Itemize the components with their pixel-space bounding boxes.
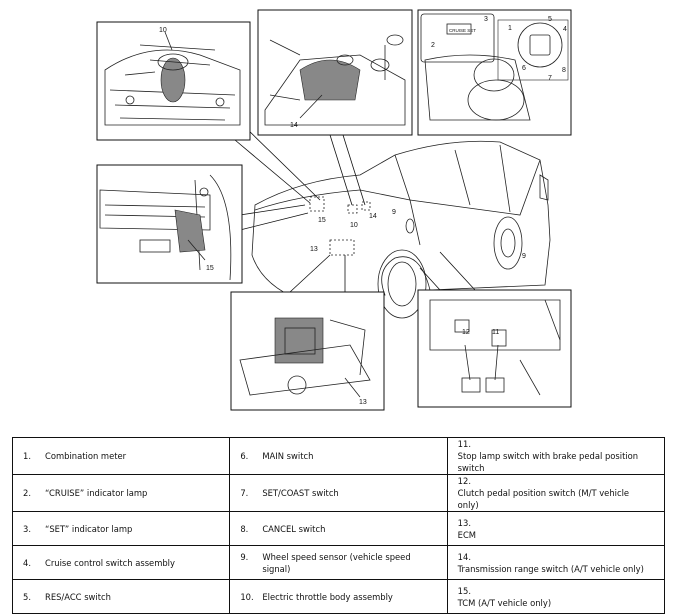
panel-throttle-body: 10 — [96, 21, 251, 141]
legend-text: Clutch pedal position switch (M/T vehicl… — [457, 488, 630, 510]
panel3-callout-2: 2 — [431, 42, 435, 49]
legend-cell: 7. SET/COAST switch — [229, 474, 448, 512]
component-location-diagram: 15 10 14 13 9 9 10 14 CRUISE SET — [96, 9, 572, 411]
legend-number: 11. — [457, 439, 471, 449]
panel3-callout-1: 1 — [508, 25, 512, 32]
panel1-callout-10: 10 — [159, 27, 167, 34]
legend-cell: 9. Wheel speed sensor (vehicle speed sign… — [229, 545, 448, 580]
panel4-callout-15: 15 — [206, 265, 214, 272]
legend-row: 2. “CRUISE” indicator lamp 7. SET/COAST swi… — [11, 474, 666, 512]
legend-cell: 12. Clutch pedal position switch (M/T veh… — [446, 474, 666, 512]
legend-number: 12. — [457, 476, 471, 486]
legend-table: 1. Combination meter 6. MAIN switch 11. Stop … — [11, 437, 666, 614]
legend-number: 10. — [240, 591, 254, 602]
panel3-callout-3: 3 — [484, 16, 488, 23]
legend-number: 9. — [240, 551, 249, 562]
legend-cell: 2. “CRUISE” indicator lamp — [11, 474, 231, 512]
legend-number: 5. — [23, 591, 31, 602]
legend-text: Electric throttle body assembly — [262, 591, 393, 602]
panel3-callout-5: 5 — [548, 16, 552, 23]
legend-text: “CRUISE” indicator lamp — [45, 488, 148, 498]
legend-cell: 11. Stop lamp switch with brake pedal pos… — [446, 437, 666, 475]
leader-lines — [234, 126, 476, 293]
legend-text: SET/COAST switch — [262, 488, 339, 498]
legend-text: Combination meter — [45, 451, 127, 461]
legend-number: 7. — [240, 488, 249, 498]
panel6-callout-12: 12 — [462, 329, 470, 336]
legend-text: CANCEL switch — [262, 523, 326, 534]
car-callout-9-rear: 9 — [522, 253, 526, 260]
legend-cell: 3. “SET” indicator lamp — [11, 511, 231, 546]
legend-text: TCM (A/T vehicle only) — [457, 597, 552, 608]
car-callout-10: 10 — [350, 222, 358, 229]
legend-text: “SET” indicator lamp — [45, 523, 133, 534]
legend-text: RES/ACC switch — [45, 591, 111, 602]
cruise-indicator-text: CRUISE SET — [449, 28, 476, 33]
car-callout-9-front: 9 — [392, 209, 396, 216]
legend-cell: 8. CANCEL switch — [229, 511, 448, 546]
legend-number: 6. — [240, 451, 249, 461]
legend-number: 4. — [23, 557, 31, 568]
legend-cell: 5. RES/ACC switch — [11, 579, 231, 614]
legend-row: 5. RES/ACC switch 10. Electric throttle bod… — [11, 579, 666, 614]
panel5-callout-13: 13 — [359, 399, 367, 406]
panel6-callout-11: 11 — [492, 329, 499, 336]
legend-cell: 15.TCM (A/T vehicle only) — [446, 579, 666, 614]
legend-row: 1. Combination meter 6. MAIN switch 11. Stop … — [11, 437, 666, 475]
legend-cell: 4. Cruise control switch assembly — [11, 545, 231, 580]
legend-row: 4. Cruise control switch assembly 9. Wheel … — [11, 545, 666, 580]
legend-text: Stop lamp switch with brake pedal positi… — [457, 451, 639, 473]
car-callout-14: 14 — [369, 213, 377, 220]
legend-cell: 10. Electric throttle body assembly — [229, 579, 448, 614]
panel-transmission-range-switch: 14 — [257, 9, 413, 136]
panel-meter-and-switches: CRUISE SET 1 2 3 5 4 6 8 7 — [417, 9, 572, 136]
legend-number: 15. — [457, 585, 471, 596]
panel3-callout-4: 4 — [563, 26, 567, 33]
legend-number: 3. — [23, 523, 31, 534]
panel-pedals: 12 11 — [417, 289, 572, 408]
legend-text: ECM — [457, 529, 477, 540]
legend-cell: 6. MAIN switch — [229, 437, 448, 475]
panel2-callout-14: 14 — [290, 122, 298, 129]
legend-number: 14. — [457, 551, 471, 562]
legend-text: Cruise control switch assembly — [45, 557, 175, 568]
legend-number: 2. — [23, 488, 31, 498]
panel3-callout-8: 8 — [562, 67, 566, 74]
legend-text: Transmission range switch (A/T vehicle o… — [457, 563, 644, 574]
panel-tcm: 15 — [96, 164, 243, 284]
legend-number: 13. — [457, 517, 471, 528]
legend-number: 8. — [240, 523, 249, 534]
legend-row: 3. “SET” indicator lamp 8. CANCEL switch 13.… — [11, 511, 666, 546]
legend-cell: 14.Transmission range switch (A/T vehicl… — [446, 545, 666, 580]
car-callout-13: 13 — [310, 246, 318, 253]
legend-text: Wheel speed sensor (vehicle speed signal… — [262, 551, 411, 574]
panel3-callout-7: 7 — [548, 75, 552, 82]
panel3-callout-6: 6 — [522, 65, 526, 72]
car-callout-15: 15 — [318, 217, 326, 224]
legend-cell: 1. Combination meter — [11, 437, 231, 475]
legend-text: MAIN switch — [262, 451, 314, 461]
legend-cell: 13.ECM — [446, 511, 666, 546]
panel-ecm: 13 — [230, 291, 385, 411]
legend-number: 1. — [23, 451, 31, 461]
